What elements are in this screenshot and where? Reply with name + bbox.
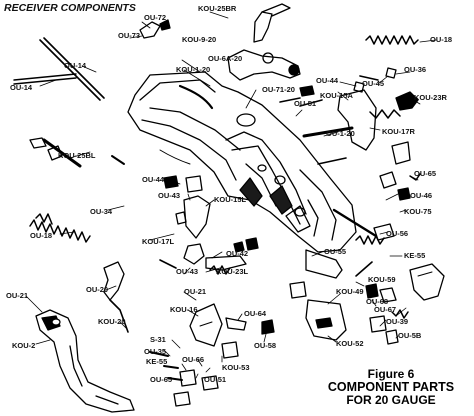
part-label: OU-51 — [294, 99, 317, 108]
part-label: OU-43 — [158, 191, 181, 200]
caption-line-2: FOR 20 GAUGE — [346, 393, 436, 407]
part-label: KOU-52 — [336, 339, 364, 348]
part-label: KOU-59 — [368, 275, 396, 284]
part-label: OU-6A-20 — [208, 54, 243, 63]
part-label: OU-18 — [30, 231, 53, 240]
part-label: OU-35 — [144, 347, 167, 356]
part-label: OU-51 — [204, 375, 227, 384]
caption-line-1: COMPONENT PARTS — [327, 380, 455, 394]
part-label: OU-1-20 — [326, 129, 355, 138]
part-label: OU-39 — [386, 317, 409, 326]
part-label: KOU-2 — [12, 341, 36, 350]
figure-number: Figure 6 — [367, 367, 415, 381]
part-label: OU-65 — [414, 169, 437, 178]
part-label: KOU-17R — [382, 127, 415, 136]
top-lever-assembly — [139, 3, 301, 81]
part-label: OU-20 — [86, 285, 109, 294]
figure-caption: Figure 6 COMPONENT PARTS FOR 20 GAUGE — [316, 368, 466, 407]
part-label: KE-55 — [404, 251, 426, 260]
part-label: OU-18 — [430, 35, 453, 44]
part-label: OU-42 — [226, 249, 249, 258]
rods-and-pins — [13, 37, 379, 381]
part-label: KOU-15A — [320, 91, 353, 100]
part-label: KOU-53 — [222, 363, 250, 372]
part-label: OU-21 — [6, 291, 29, 300]
receiver-frame — [127, 71, 357, 253]
part-label: OU-66 — [182, 355, 205, 364]
part-label: KOU-25BR — [198, 4, 237, 13]
part-label: KOU-20 — [98, 317, 126, 326]
part-label: OU-71-20 — [262, 85, 295, 94]
part-label: OU-21 — [184, 287, 207, 296]
part-label: OU-36 — [404, 65, 427, 74]
part-label: OU-73 — [118, 31, 141, 40]
part-label: KOU-23L — [216, 267, 249, 276]
leader-lines — [25, 11, 437, 379]
part-label: OU-56 — [386, 229, 409, 238]
part-label: KOU-1-20 — [176, 65, 211, 74]
part-label: KOU-9-20 — [182, 35, 217, 44]
part-label: OU-44 — [142, 175, 165, 184]
part-label: OU-45 — [362, 79, 385, 88]
diagram-title: RECEIVER COMPONENTS — [4, 2, 136, 14]
part-label: OU-72 — [144, 13, 167, 22]
part-label: OU-55 — [324, 247, 347, 256]
part-label: KOU-25BL — [58, 151, 96, 160]
part-label: OU-67 — [374, 305, 397, 314]
part-label: OU-14 — [64, 61, 87, 70]
part-label: OU-5B — [398, 331, 422, 340]
part-label: KOU-23R — [414, 93, 447, 102]
part-label: KE-55 — [146, 357, 168, 366]
part-label: KOU-16 — [170, 305, 198, 314]
part-label: OU-65 — [150, 375, 173, 384]
part-label: S-31 — [150, 335, 166, 344]
part-label: OU-43 — [176, 267, 199, 276]
part-label: OU-14 — [10, 83, 33, 92]
part-label: KOU-75 — [404, 207, 432, 216]
part-label: OU-68 — [366, 297, 389, 306]
part-label: OU-34 — [90, 207, 113, 216]
part-label: KOU-17L — [142, 237, 175, 246]
part-label: OU-58 — [254, 341, 277, 350]
part-label: KOU-15L — [214, 195, 247, 204]
part-label: OU-46 — [410, 191, 433, 200]
small-parts — [47, 67, 445, 407]
part-label: OU-44 — [316, 76, 339, 85]
trigger-guard-and-trigger — [35, 261, 135, 413]
part-label: KOU-49 — [336, 287, 364, 296]
part-label: OU-64 — [244, 309, 267, 318]
